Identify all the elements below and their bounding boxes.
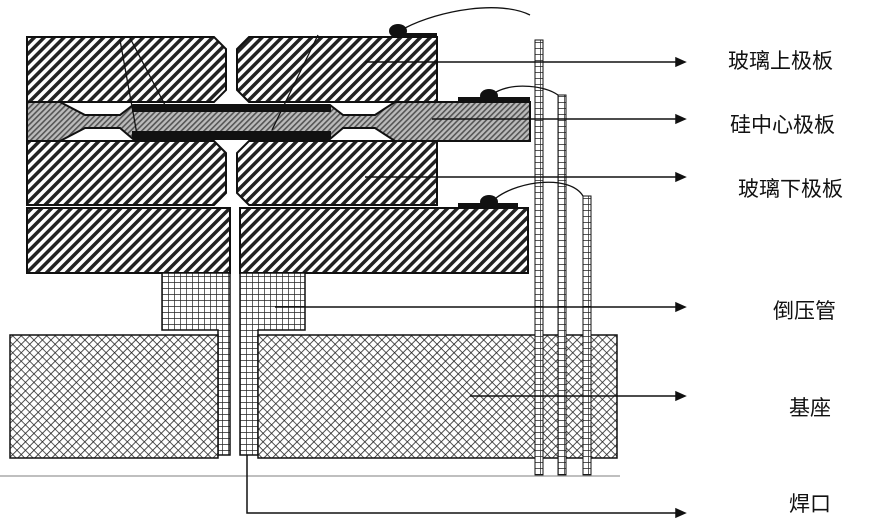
bond-silicon [480, 89, 498, 103]
label-weld: 焊口 [789, 492, 831, 516]
label-lower-glass: 玻璃下极板 [738, 177, 843, 201]
upper-glass-left [26, 36, 227, 103]
pin-3 [582, 195, 592, 476]
label-silicon-center: 硅中心极板 [730, 113, 835, 137]
label-base: 基座 [789, 396, 831, 420]
silicon-electrode-bottom [132, 131, 331, 138]
base-right [257, 334, 618, 459]
bond-lower [480, 195, 498, 209]
silicon-electrode [132, 105, 331, 112]
lower-glass-left [26, 140, 227, 206]
label-upper-glass: 玻璃上极板 [728, 49, 833, 73]
mount-plate-left [26, 207, 231, 274]
pin-1 [534, 39, 544, 476]
mount-plate-right [239, 207, 529, 274]
base-left [9, 334, 219, 459]
label-pressure-tube: 倒压管 [773, 299, 836, 323]
pin-2 [557, 94, 567, 476]
pressure-tube-right [239, 272, 306, 456]
upper-glass-right [236, 36, 438, 103]
bond-upper [389, 24, 407, 38]
lower-glass-right [236, 140, 438, 206]
